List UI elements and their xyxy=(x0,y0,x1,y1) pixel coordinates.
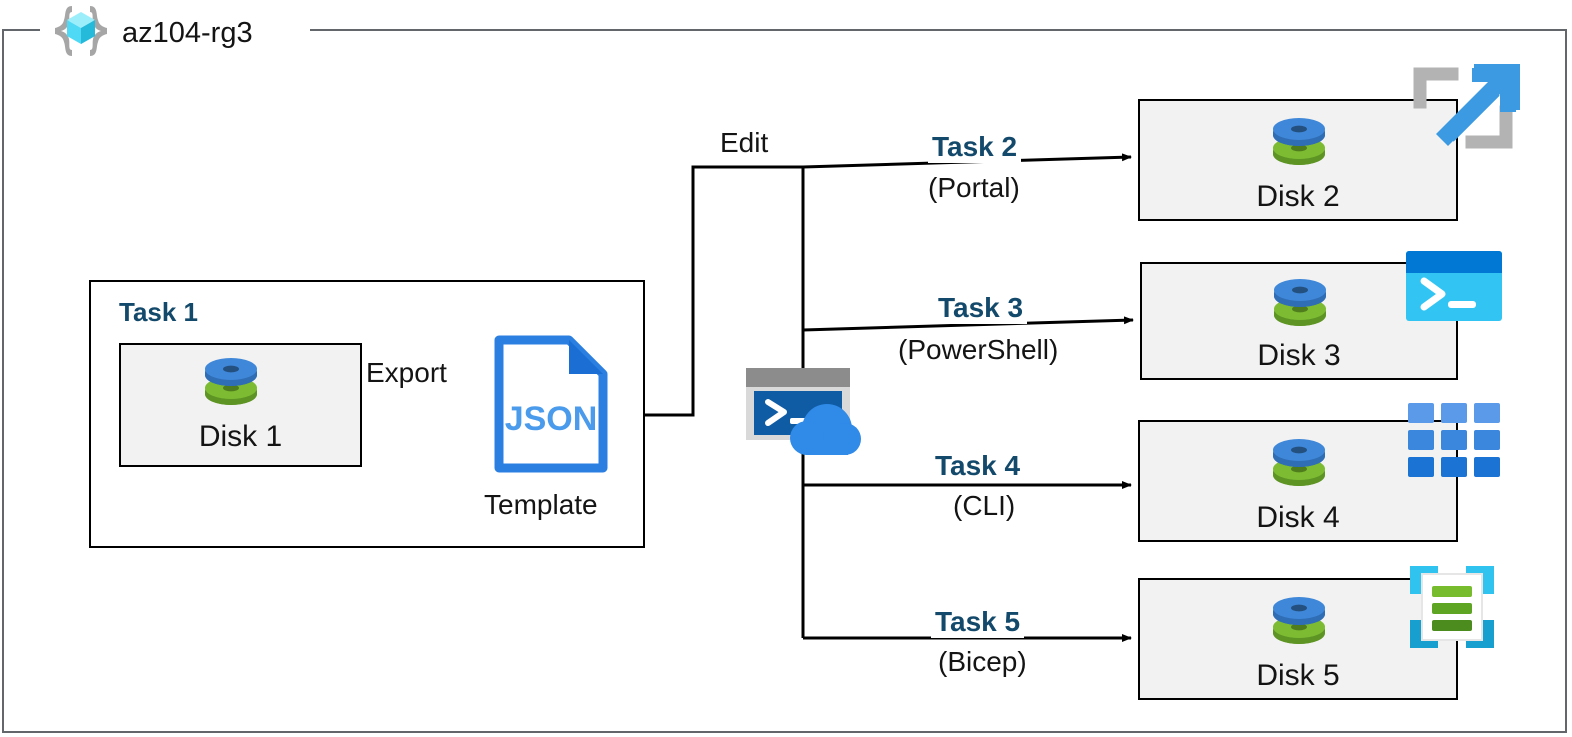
azure-portal-icon xyxy=(1408,60,1520,175)
template-caption: Template xyxy=(484,489,598,520)
disk4-label: Disk 4 xyxy=(1256,501,1340,534)
task4-method: (CLI) xyxy=(949,490,1020,522)
json-file-icon: JSON xyxy=(491,334,611,479)
disk-icon xyxy=(1268,116,1330,183)
disk3-label: Disk 3 xyxy=(1257,339,1341,372)
powershell-icon xyxy=(1406,251,1502,326)
bicep-icon xyxy=(1404,560,1500,659)
resource-group-frame xyxy=(2,29,1567,733)
disk1-label: Disk 1 xyxy=(198,420,283,453)
task4-title: Task 4 xyxy=(931,450,1025,482)
task2-title: Task 2 xyxy=(928,131,1022,163)
disk5-label: Disk 5 xyxy=(1256,659,1340,692)
task1-title: Task 1 xyxy=(119,297,199,327)
disk5-box: Disk 5 xyxy=(1138,578,1458,700)
disk2-label: Disk 2 xyxy=(1256,180,1340,213)
task2-method: (Portal) xyxy=(924,172,1024,204)
resource-group-header: az104-rg3 xyxy=(44,2,259,65)
disk3-box: Disk 3 xyxy=(1140,262,1458,380)
resource-group-icon xyxy=(50,2,112,65)
task5-method: (Bicep) xyxy=(934,646,1031,678)
azure-cli-grid-icon xyxy=(1408,403,1500,482)
svg-text:JSON: JSON xyxy=(505,400,598,438)
disk-icon xyxy=(1269,277,1331,344)
resource-group-name: az104-rg3 xyxy=(122,17,253,49)
task3-title: Task 3 xyxy=(934,292,1028,324)
disk4-box: Disk 4 xyxy=(1138,420,1458,542)
disk1-box: Disk 1 xyxy=(119,343,362,467)
export-label: Export xyxy=(366,357,447,388)
task3-method: (PowerShell) xyxy=(894,334,1063,366)
cloud-shell-icon xyxy=(744,366,866,465)
disk2-box: Disk 2 xyxy=(1138,99,1458,221)
disk-icon xyxy=(200,356,262,423)
edit-label: Edit xyxy=(716,127,773,159)
disk-icon xyxy=(1268,437,1330,504)
task5-title: Task 5 xyxy=(931,606,1025,638)
disk-icon xyxy=(1268,595,1330,662)
